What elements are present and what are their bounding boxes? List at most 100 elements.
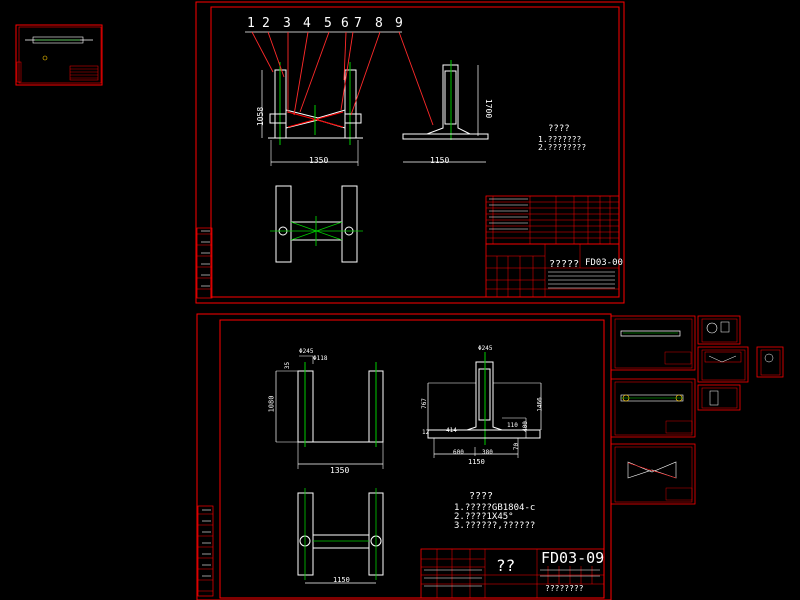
sheet1-callout-leader: [267, 31, 285, 78]
sheet2-note-3: 3.??????,??????: [454, 521, 536, 531]
sheet2-dim-side-r1: 110: [507, 422, 518, 429]
thumb-e-inner: [614, 381, 693, 436]
thumb-a-outer: [610, 315, 696, 371]
thumb-sheet-outer: [15, 24, 103, 86]
thumb-e-end-b: [675, 394, 683, 402]
sheet1-inner-border: [210, 6, 620, 298]
thumb-d-inner: [760, 349, 781, 376]
sheet2-plan-left-post: [297, 492, 314, 576]
thumb-c-shape: [708, 355, 737, 363]
sheet1-note-2: 2.????????: [538, 143, 587, 152]
sheet2-dim-side-left: 414: [446, 427, 457, 434]
thumb-e-end-a: [622, 394, 630, 402]
sheet2-plan-shaft: [312, 534, 370, 549]
thumb-c-part: [704, 351, 742, 363]
sheet2-title-code: FD03-09: [541, 549, 605, 567]
sheet2-dim-plan-width: 1150: [333, 576, 350, 584]
sheet2-dim-side-base-h: 70: [513, 442, 521, 451]
thumb-b-part: [720, 321, 730, 333]
sheet1-front-left-bearing: [269, 113, 287, 124]
sheet1-plan-right-post: [341, 185, 358, 263]
sheet2-dim-side-r2: 400: [521, 421, 529, 432]
sheet2-dim-front-width: 1350: [330, 466, 350, 475]
sheet1-part-number-7: 7: [354, 16, 362, 31]
sheet1-callout-leader: [340, 31, 354, 111]
thumb-mark: [42, 55, 48, 61]
sheet2-dim-side-top: Φ245: [478, 345, 493, 352]
thumb-g-inner: [614, 446, 693, 503]
sheet1-part-number-3: 3: [283, 16, 291, 31]
sheet1-front-right-bearing: [344, 113, 362, 124]
thumb-a-title: [664, 351, 692, 365]
thumb-part-body: [32, 36, 84, 44]
sheet2-dim-left-small: 35: [284, 361, 292, 370]
sheet1-part-number-8: 8: [375, 16, 383, 31]
sheet1-dim-side-height: 1700: [484, 98, 494, 119]
thumb-title-block: [69, 65, 99, 81]
sheet2-dim-front-height: 1080: [267, 395, 276, 413]
sheet1-part-number-4: 4: [303, 16, 311, 31]
sheet2-title-sub: ????????: [545, 584, 584, 593]
sheet2-dim-side-base-left: 600: [453, 449, 464, 456]
thumb-b-outer: [697, 315, 741, 345]
sheet2-dim-side-height-left: 767: [420, 398, 428, 409]
thumb-c-outer: [697, 346, 749, 383]
sheet1-side-strip: [196, 227, 213, 299]
sheet1-part-number-5: 5: [324, 16, 332, 31]
sheet1-outer-border: [195, 1, 625, 304]
thumb-g-outer: [610, 443, 696, 505]
sheet1-title-code: FD03-00: [585, 258, 623, 268]
sheet2-title-block: [420, 548, 605, 599]
sheet1-callout-leader: [343, 31, 347, 81]
sheet1-dim-front-width: 1350: [309, 156, 329, 165]
sheet2-dim-side-base-total: 1150: [468, 458, 485, 466]
thumb-a-inner: [614, 318, 693, 369]
sheet1-part-number-1: 1: [247, 16, 255, 31]
sheet1-dim-side-width: 1150: [430, 156, 450, 165]
sheet1-notes-title: ????: [548, 124, 570, 134]
sheet1-callout-leader: [299, 31, 330, 113]
thumb-f-outer: [697, 384, 741, 411]
sheet2-title-name: ??: [496, 556, 516, 575]
sheet1-callout-leader: [398, 31, 434, 126]
thumb-f-part: [709, 390, 719, 406]
thumb-d-circle: [764, 353, 774, 363]
thumb-a-part: [620, 330, 681, 337]
sheet2-dim-side-base-mid: 380: [482, 449, 493, 456]
sheet2-dim-top-left-1: Φ245: [299, 348, 314, 355]
thumb-side-strip: [16, 61, 22, 83]
thumb-sheet-inner: [18, 26, 102, 84]
thumb-b-inner: [701, 318, 738, 343]
sheet1-plan-left-post: [275, 185, 292, 263]
sheet2-notes-title: ????: [469, 491, 494, 502]
thumb-c-inner: [701, 349, 746, 381]
sheet1-title-name: ?????: [549, 259, 580, 270]
sheet2-dim-side-height-right: 1466: [536, 397, 544, 412]
sheet1-note-1: 1.???????: [538, 135, 582, 144]
sheet1-title-block: [485, 243, 620, 298]
sheet2-dim-top-left-2: Φ118: [313, 355, 328, 362]
thumb-e-outer: [610, 378, 696, 438]
thumb-g-diag: [627, 462, 677, 479]
sheet1-callout-leader: [251, 31, 274, 73]
sheet1-roller-body: [285, 109, 346, 129]
sheet2-note-2: 2.????1X45°: [454, 512, 514, 522]
sheet1-dim-front-height: 1058: [256, 106, 266, 127]
thumb-e-title: [665, 420, 693, 434]
sheet2-side-strip: [197, 505, 214, 597]
sheet2-note-1: 1.?????GB1804-c: [454, 503, 536, 513]
sheet1-callout-leader: [293, 31, 309, 116]
sheet1-callout-leader: [350, 31, 381, 116]
sheet1-side-base: [402, 133, 489, 140]
thumb-f-inner: [701, 387, 738, 409]
thumb-b-circle: [706, 322, 718, 334]
sheet2-dim-side-left-h: 12: [422, 429, 430, 436]
thumb-g-title: [665, 487, 693, 501]
thumb-d-outer: [756, 346, 784, 378]
sheet1-part-number-6: 6: [341, 16, 349, 31]
sheet1-part-number-9: 9: [395, 16, 403, 31]
sheet1-part-number-2: 2: [262, 16, 270, 31]
sheet2-inner-border: [219, 319, 605, 599]
sheet2-dim-leader-top: [299, 355, 314, 364]
